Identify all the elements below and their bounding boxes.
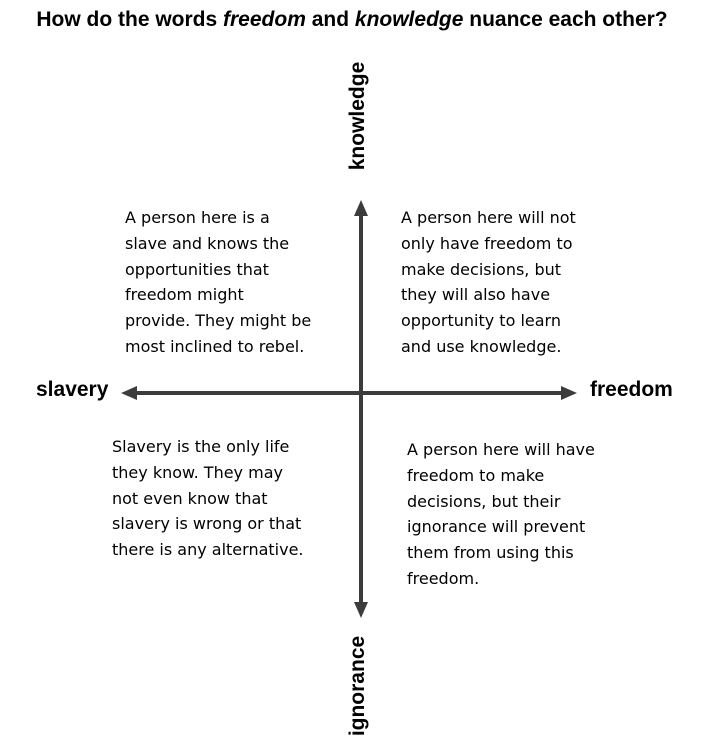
quadrant-line: freedom. <box>407 568 480 588</box>
quadrant-line: they will also have <box>401 285 551 305</box>
page-title: How do the words freedom and knowledge n… <box>0 8 704 32</box>
quadrant-line: opportunity to learn <box>401 311 561 331</box>
quadrant-line: and use knowledge. <box>401 336 562 356</box>
quadrant-line: opportunities that <box>125 259 269 279</box>
quadrant-line: A person here will have <box>407 440 595 459</box>
quadrant-line: make decisions, but <box>401 259 562 279</box>
quadrant-line: provide. They might be <box>125 311 312 331</box>
arrow-down-icon <box>354 602 368 618</box>
quadrant-bottom-left-text: Slavery is the only life they know. They… <box>112 434 304 563</box>
quadrant-line: A person here will not <box>401 208 576 227</box>
quadrant-line: decisions, but their <box>407 491 561 511</box>
quadrant-bottom-right-text: A person here will have freedom to make … <box>407 437 595 592</box>
quadrant-line: they know. They may <box>112 462 283 482</box>
title-suffix: nuance each other? <box>463 8 668 31</box>
quadrant-line: most inclined to rebel. <box>125 336 305 356</box>
axis-label-freedom: freedom <box>590 378 673 401</box>
arrow-right-icon <box>561 386 577 400</box>
quadrant-line: freedom might <box>125 285 244 305</box>
title-prefix: How do the words <box>36 8 224 31</box>
quadrant-line: them from using this <box>407 543 574 563</box>
title-word-knowledge: knowledge <box>354 8 464 31</box>
quadrant-line: ignorance will prevent <box>407 517 586 537</box>
quadrant-line: Slavery is the only life <box>112 437 290 456</box>
quadrant-line: slavery is wrong or that <box>112 514 302 534</box>
quadrant-line: only have freedom to <box>401 233 573 253</box>
title-middle: and <box>305 8 355 31</box>
axis-label-ignorance: ignorance <box>346 635 369 737</box>
quadrant-line: slave and knows the <box>125 233 290 253</box>
quadrant-line: freedom to make <box>407 465 545 485</box>
axis-label-slavery: slavery <box>36 378 109 401</box>
arrow-up-icon <box>354 200 368 216</box>
title-word-freedom: freedom <box>223 8 306 31</box>
quadrant-line: A person here is a <box>125 208 270 227</box>
axis-label-knowledge: knowledge <box>346 61 369 171</box>
quadrant-top-right-text: A person here will not only have freedom… <box>401 205 576 360</box>
quadrant-line: there is any alternative. <box>112 540 304 560</box>
quadrant-top-left-text: A person here is a slave and knows the o… <box>125 205 311 360</box>
quadrant-line: not even know that <box>112 488 268 508</box>
arrow-left-icon <box>121 386 137 400</box>
